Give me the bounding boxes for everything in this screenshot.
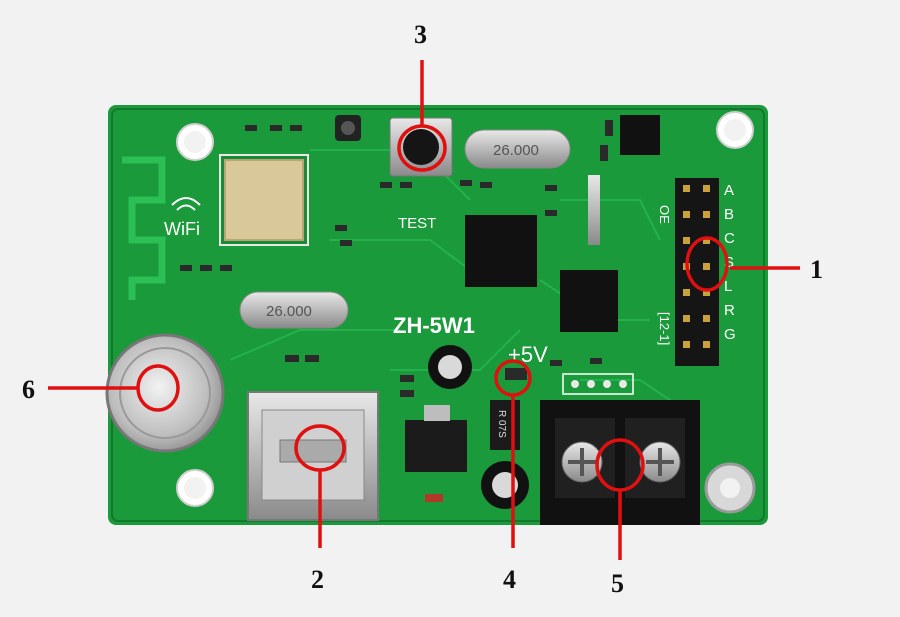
diode	[490, 400, 520, 450]
header-pin-label-l: L	[724, 278, 732, 295]
header-pin-label-c: C	[724, 230, 735, 247]
memory-chip	[620, 115, 660, 155]
serial-pads	[562, 373, 634, 395]
main-processor-chip	[465, 215, 537, 287]
crystal-left-label: 26.000	[266, 303, 312, 320]
mounting-holes	[176, 111, 756, 514]
header-pin-label-g: G	[724, 326, 736, 343]
small-crystal	[588, 175, 600, 245]
callout-label-4: 4	[503, 565, 516, 594]
wifi-icon	[171, 197, 201, 211]
wifi-label: WiFi	[164, 219, 200, 239]
callout-circle-1	[685, 236, 729, 292]
hub-header-connector[interactable]	[675, 178, 719, 366]
header-side-label-top: OE	[657, 205, 672, 224]
header-pin-label-b: B	[724, 206, 734, 223]
coin-cell-battery	[105, 333, 225, 453]
crystal-top-label: 26.000	[493, 142, 539, 159]
callout-label-2: 2	[311, 565, 324, 594]
led	[425, 494, 443, 502]
callout-label-6: 6	[22, 375, 35, 404]
power-led	[505, 368, 527, 380]
driver-chip	[560, 270, 618, 332]
callout-label-5: 5	[611, 569, 624, 598]
header-pin-label-s: S	[724, 254, 734, 271]
header-pin-label-a: A	[724, 182, 734, 199]
diode-label: R 07S	[496, 410, 507, 438]
voltage-label: +5V	[508, 342, 548, 367]
header-pin-label-r: R	[724, 302, 735, 319]
callout-label-3: 3	[414, 20, 427, 49]
callout-markers	[48, 60, 800, 560]
crystal-top: 26.000	[464, 129, 571, 169]
capacitor-bottom	[481, 461, 529, 509]
usb-port[interactable]	[247, 391, 379, 521]
voltage-regulator	[405, 420, 467, 472]
callout-label-1: 1	[810, 255, 823, 284]
antenna-trace	[122, 156, 166, 300]
header-side-label: [12-1]	[657, 312, 672, 345]
crystal-left: 26.000	[239, 291, 349, 329]
wifi-module	[219, 154, 309, 246]
model-label: ZH-5W1	[393, 313, 475, 338]
capacitor-top	[428, 345, 472, 389]
test-label: TEST	[398, 215, 436, 232]
smd-components	[180, 120, 613, 397]
